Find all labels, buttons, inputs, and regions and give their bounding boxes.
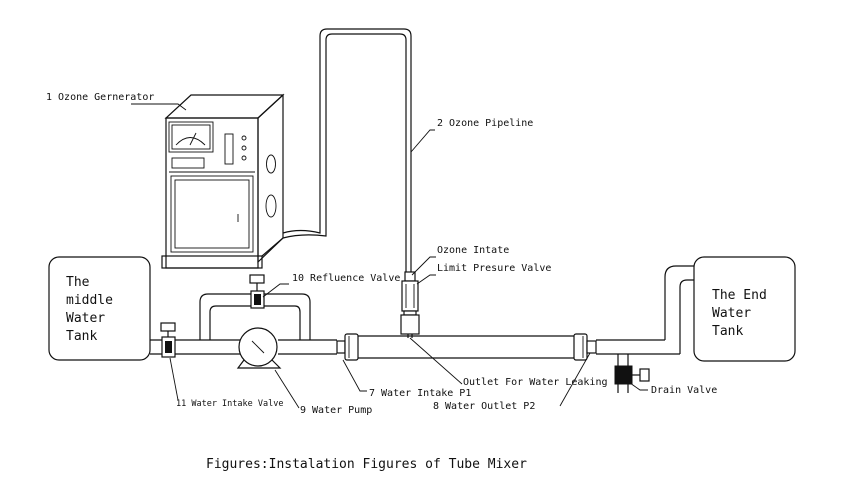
end-tank-line-3: Tank (712, 324, 743, 339)
label-water-intake-p1: 7 Water Intake P1 (369, 388, 471, 399)
ozone-intake-valve (400, 271, 420, 338)
ozone-pipeline (282, 28, 412, 272)
label-ozone-intake: Ozone Intate (437, 245, 509, 256)
middle-tank-line-4: Tank (66, 329, 97, 344)
water-outlet-p2-fitting (573, 333, 597, 361)
end-tank-line-2: Water (712, 306, 751, 321)
middle-tank-line-2: middle (66, 293, 113, 308)
water-intake-p1-fitting (336, 333, 359, 361)
middle-tank-line-3: Water (66, 311, 105, 326)
drain-valve (614, 354, 650, 393)
label-outlet-water-leaking: Outlet For Water Leaking (463, 377, 608, 388)
figure-caption: Figures:Instalation Figures of Tube Mixe… (206, 457, 527, 472)
end-tank-line-1: The End (712, 288, 767, 303)
label-ozone-generator: 1 Ozone Gernerator (46, 92, 154, 103)
label-water-outlet-p2: 8 Water Outlet P2 (433, 401, 535, 412)
label-water-intake-valve: 11 Water Intake Valve (176, 399, 283, 409)
label-water-pump: 9 Water Pump (300, 405, 372, 416)
leader-lines (131, 103, 648, 409)
ozone-generator (161, 93, 285, 269)
water-pump (236, 327, 282, 369)
middle-tank-line-1: The (66, 275, 90, 290)
label-limit-pressure-valve: Limit Presure Valve (437, 263, 551, 274)
refluence-valve (249, 274, 265, 309)
label-refluence-valve: 10 Refluence Valve (292, 273, 400, 284)
end-water-tank: The End Water Tank (693, 256, 796, 362)
label-ozone-pipeline: 2 Ozone Pipeline (437, 118, 533, 129)
middle-water-tank: The middle Water Tank (48, 256, 151, 361)
water-intake-valve (160, 322, 176, 358)
main-water-pipe (150, 265, 694, 359)
label-drain-valve: Drain Valve (651, 385, 717, 396)
